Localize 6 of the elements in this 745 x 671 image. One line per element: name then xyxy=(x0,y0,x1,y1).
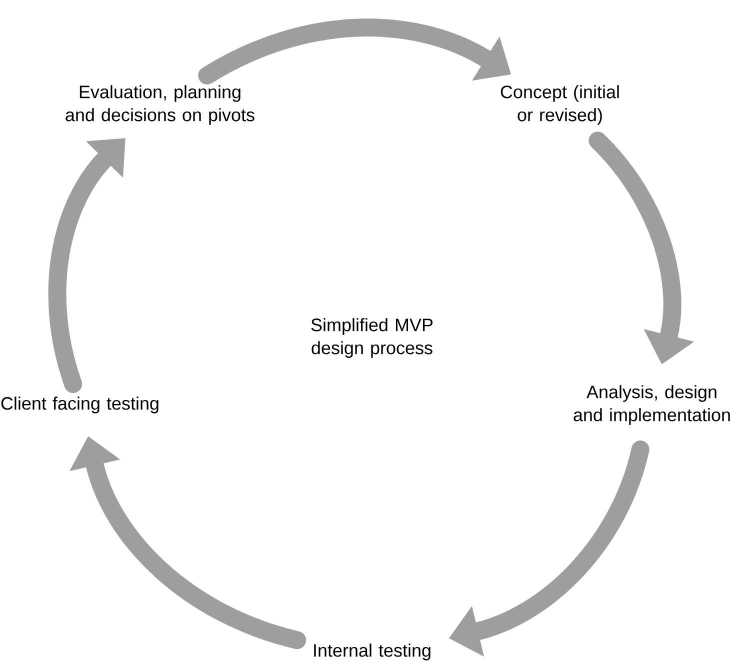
step-label: Client facing testing xyxy=(1,396,158,414)
step-label: Concept (initial or revised) xyxy=(500,85,619,125)
step-label: Evaluation, planning and decisions on pivots xyxy=(66,85,254,125)
step-label: Analysis, design and implementation xyxy=(574,385,730,425)
center-label: Simplified MVP design process xyxy=(311,318,433,358)
step-label: Internal testing xyxy=(314,644,430,660)
